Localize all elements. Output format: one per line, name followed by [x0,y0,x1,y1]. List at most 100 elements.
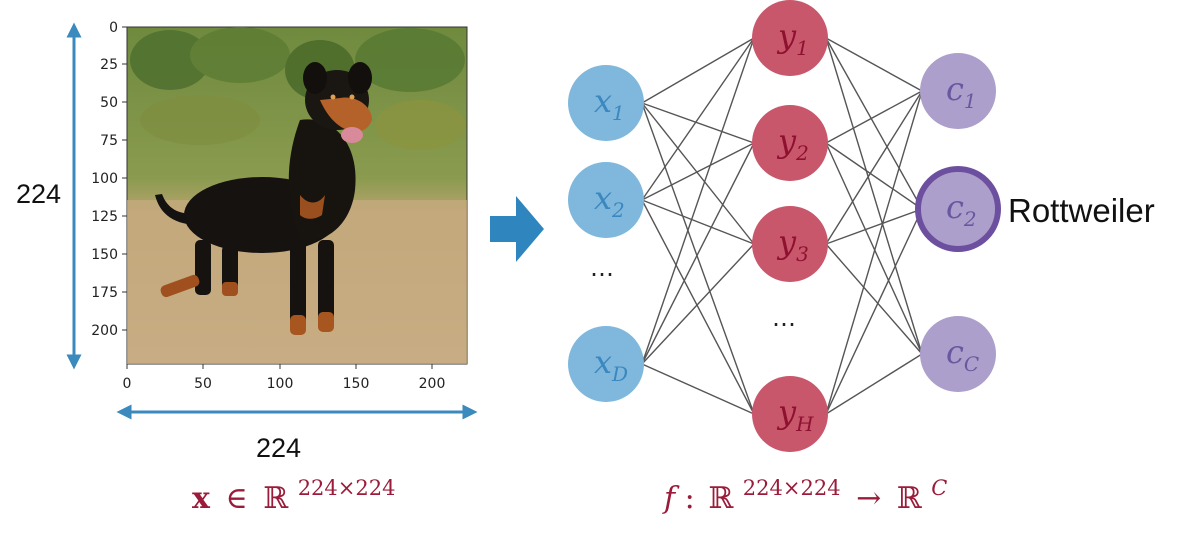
height-label: 224 [16,179,61,209]
output-node-2: c2 [915,166,1001,252]
input-node-circle [568,65,644,141]
hidden-output-edge [825,208,923,415]
x-tick-label: 50 [194,376,212,392]
input-node-1: x1 [568,65,644,141]
input-node-d: xD [568,326,644,402]
hidden-node-3: y3 [752,206,828,282]
hidden-node-subscript: 3 [796,242,809,266]
input-hidden-edge [641,243,755,365]
input-hidden-edge [641,37,755,201]
output-node-subscript: C [964,352,979,376]
y-tick-label: 175 [91,285,118,301]
hidden-output-edge [825,142,923,355]
hidden-output-edge [825,37,923,210]
x-tick-label: 200 [419,376,446,392]
output-node-c: cC [920,316,996,392]
hidden-node-circle [752,105,828,181]
width-label: 224 [256,433,301,463]
input-node-subscript: 2 [611,198,625,222]
input-hidden-edge [641,363,755,415]
input-hidden-edge [641,142,755,365]
codomain-set: ℝ [897,481,923,516]
x-tick-label: 100 [267,376,294,392]
map-arrow: → [856,481,881,516]
output-node-label: c2 [946,188,977,231]
input-ellipsis: … [590,254,614,282]
input-node-label: x1 [594,82,625,125]
input-node-circle [568,162,644,238]
input-node-2: x2 [568,162,644,238]
input-hidden-edge [641,37,755,104]
hidden-node-label: y1 [776,17,809,60]
domain-exponent: 224×224 [743,476,841,500]
hidden-output-edge [825,142,923,210]
hidden-output-edge [825,90,923,245]
hidden-node-circle [752,206,828,282]
selected-output-ring [915,166,1001,252]
hidden-output-edge [825,353,923,415]
output-node-circle [920,53,996,129]
input-hidden-edge [641,102,755,245]
x-axis-ticks: 0 50 100 150 200 [123,364,446,392]
input-node-circle [568,326,644,402]
hidden-output-edge [825,243,923,355]
hidden-output-edge [825,90,923,415]
output-node-circle [920,316,996,392]
input-node-letter: x [594,179,612,217]
hidden-node-circle [752,0,828,76]
hidden-node-2: y2 [752,105,828,181]
input-member: ∈ [225,481,247,516]
rottweiler-dog-photo [155,62,372,335]
input-node-label: x2 [594,179,625,222]
output-node-letter: c [946,70,964,108]
predicted-class-label: Rottweiler [1008,192,1155,229]
input-var: x [192,481,211,516]
x-tick-label: 150 [343,376,370,392]
output-node-label: cC [946,333,979,376]
input-hidden-edge [641,37,755,365]
input-set: ℝ [263,481,289,516]
input-exponent: 224×224 [298,476,396,500]
output-node-letter: c [946,188,964,226]
function-formula: f : ℝ 224×224 → ℝ C [662,468,947,516]
hidden-node-letter: y [776,223,797,261]
codomain-exponent: C [931,476,947,500]
hidden-node-label: yH [776,393,814,436]
y-tick-label: 125 [91,209,118,225]
hidden-output-edge [825,90,923,144]
y-tick-label: 50 [100,95,118,111]
input-hidden-edge [641,199,755,245]
hidden-node-1: y1 [752,0,828,76]
hidden-node-subscript: 1 [796,36,809,60]
hidden-output-edge [825,37,923,355]
hidden-output-edge [825,208,923,245]
y-tick-label: 150 [91,247,118,263]
input-hidden-edge [641,142,755,201]
hidden-node-circle [752,376,828,452]
hidden-node-subscript: 2 [795,141,809,165]
hidden-ellipsis: … [772,304,796,332]
hidden-node-letter: y [776,17,797,55]
hidden-node-subscript: H [795,412,814,436]
input-node-letter: x [594,343,612,381]
input-hidden-edge [641,102,755,144]
hidden-node-h: yH [752,376,828,452]
transform-arrow [490,196,544,262]
input-node-label: xD [594,343,628,386]
input-hidden-edge [641,199,755,415]
input-formula: x ∈ ℝ 224×224 [192,476,395,516]
x-tick-label: 0 [123,376,132,392]
hidden-node-letter: y [776,393,797,431]
network-edges [641,37,923,415]
output-node-subscript: 2 [963,207,977,231]
y-tick-label: 75 [100,133,118,149]
function-colon: : [685,481,695,516]
hidden-output-edge [825,37,923,92]
hidden-node-letter: y [776,122,797,160]
input-node-subscript: D [611,362,628,386]
foliage [130,27,465,150]
